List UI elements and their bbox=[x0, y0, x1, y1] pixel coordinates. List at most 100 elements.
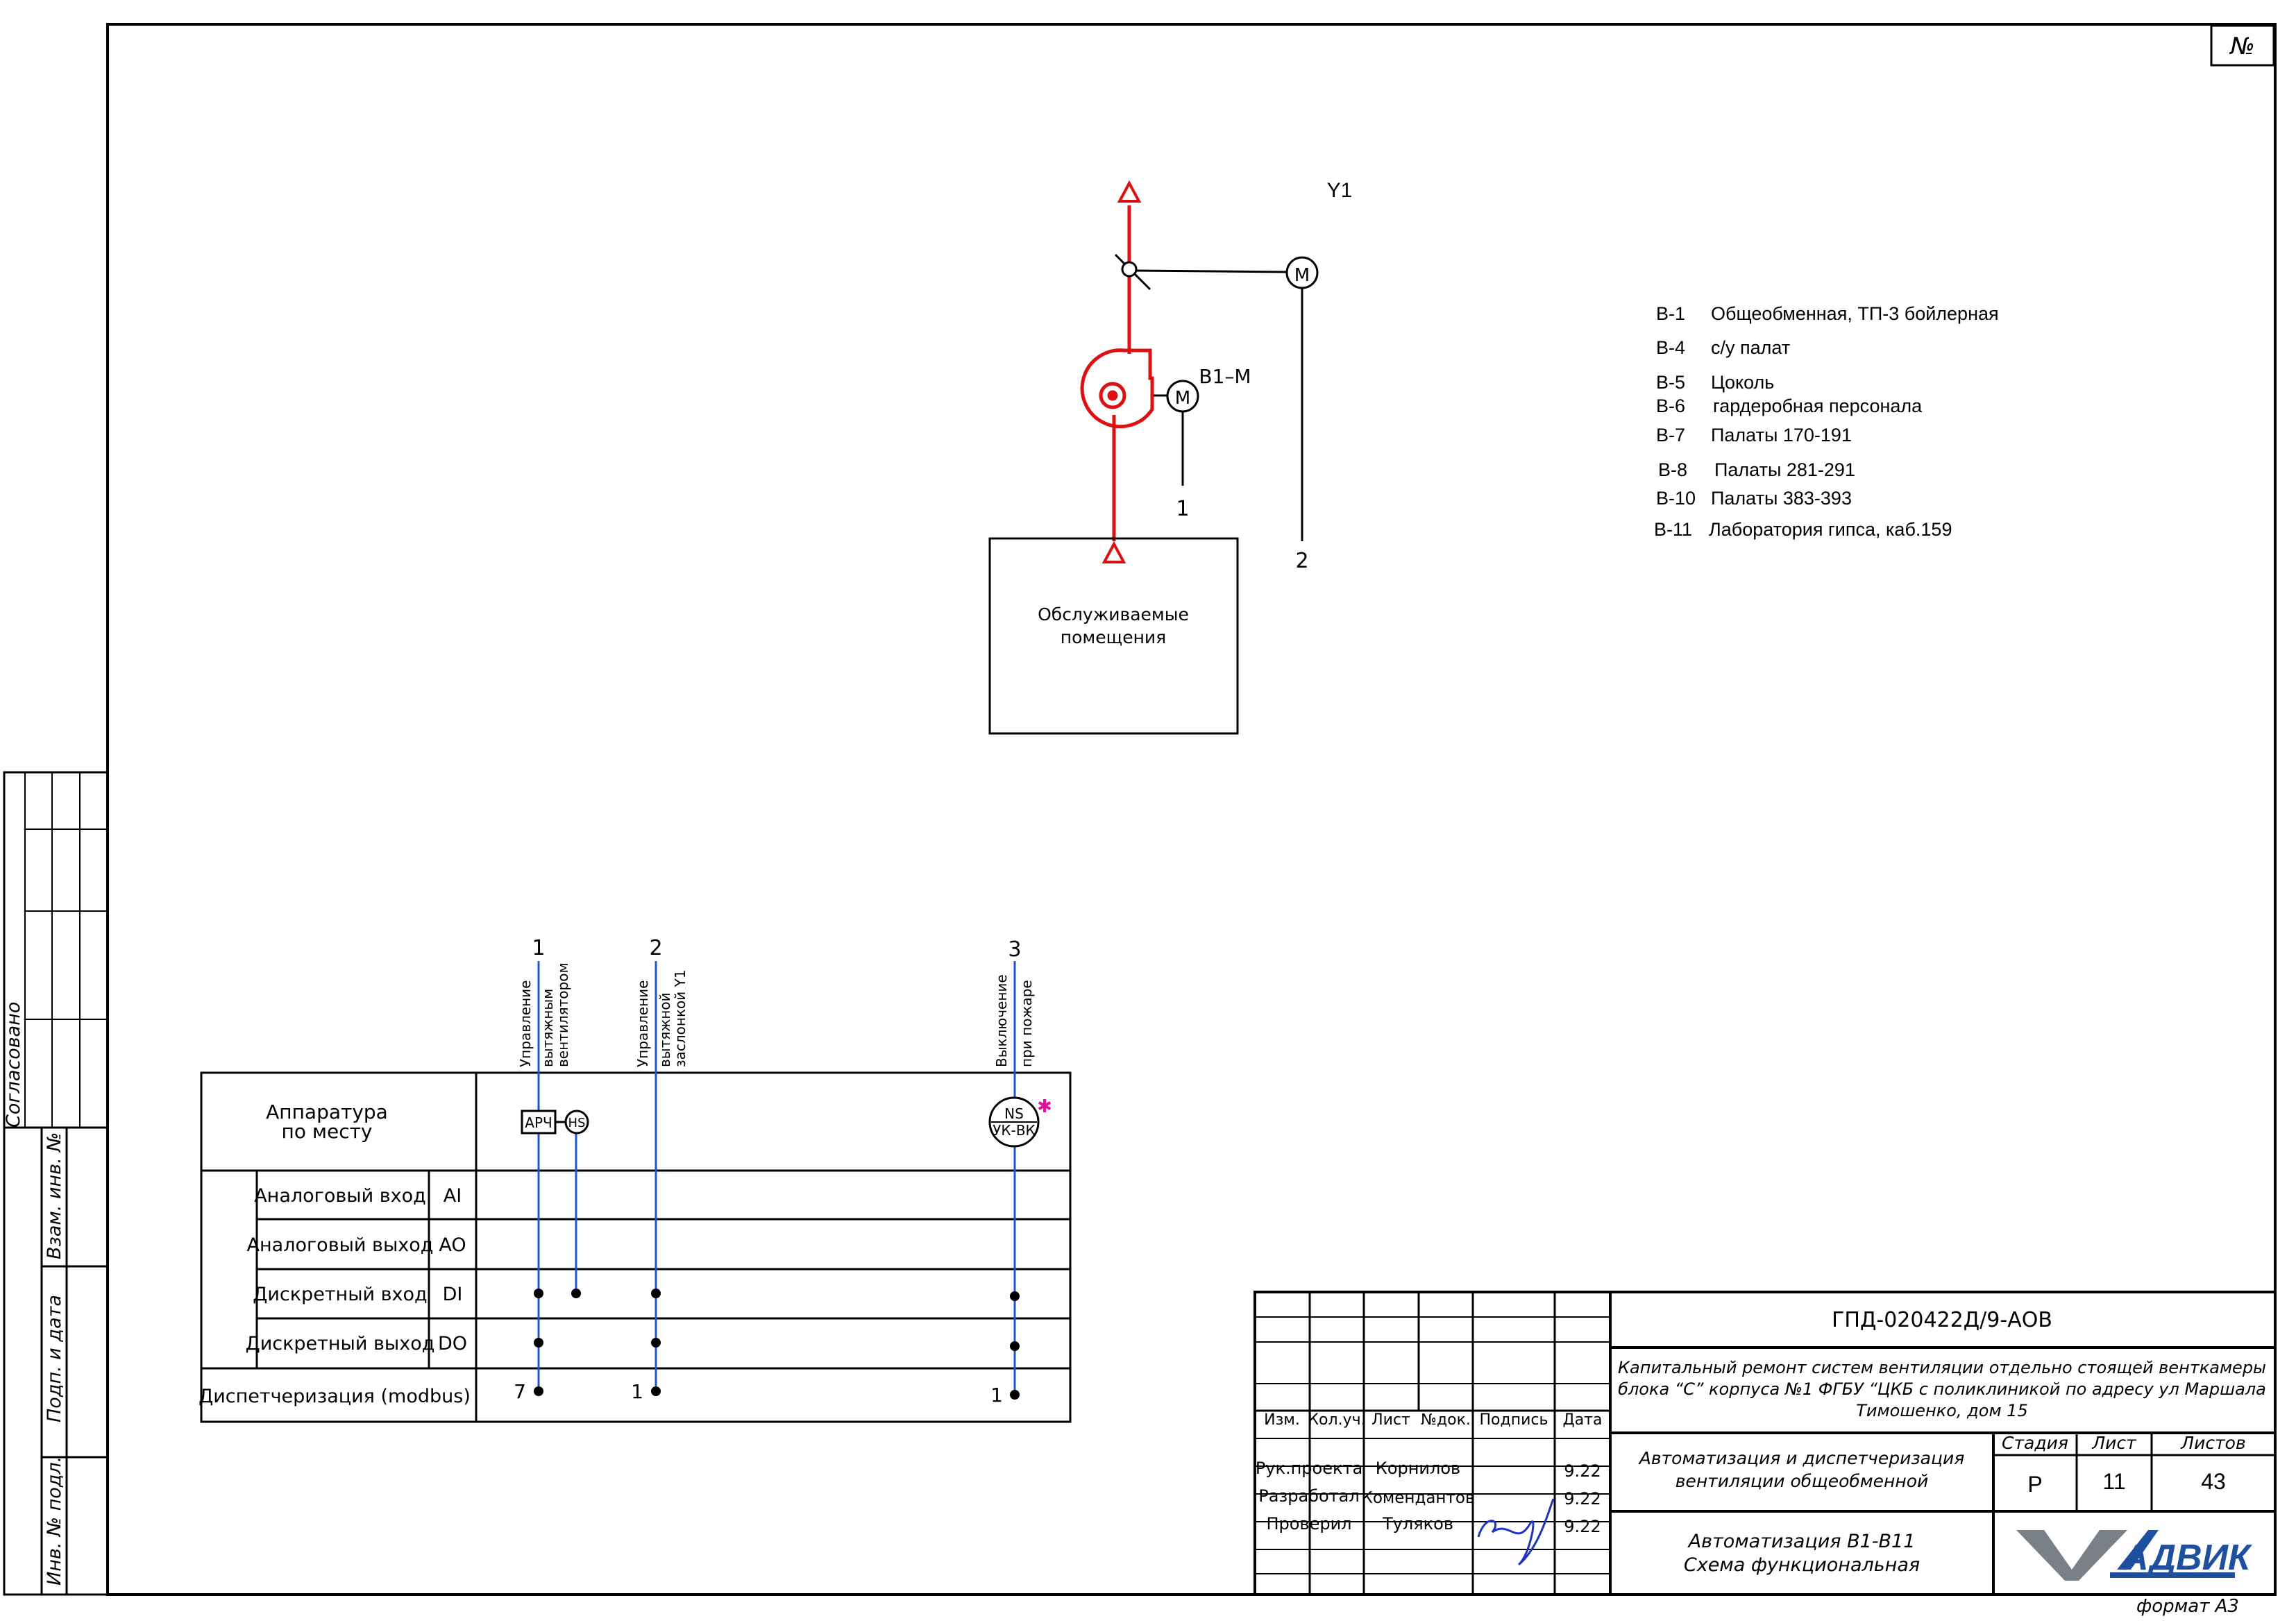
drawing-title-line1: Автоматизация В1-В11 bbox=[1687, 1531, 1916, 1552]
col-header-signature: Подпись bbox=[1480, 1411, 1548, 1429]
signal-col3-desc: при пожаре bbox=[1018, 980, 1035, 1067]
date-developer: 9.22 bbox=[1564, 1489, 1601, 1509]
legend-code: В-11 bbox=[1654, 519, 1692, 540]
role-developer: Разработал bbox=[1258, 1486, 1359, 1506]
stamp-original-inv-label: Инв. № подл. bbox=[44, 1456, 65, 1586]
signal-lines bbox=[537, 961, 1016, 1395]
date-checker: 9.22 bbox=[1564, 1517, 1601, 1536]
row-discrete-input-label: Дискретный вход bbox=[253, 1284, 427, 1305]
fan-motor-symbol: М bbox=[1175, 388, 1190, 409]
legend-name: Цоколь bbox=[1711, 372, 1774, 393]
row-discrete-output-code: DO bbox=[438, 1333, 467, 1354]
legend-code: В-7 bbox=[1656, 425, 1685, 445]
served-rooms-line1: Обслуживаемые bbox=[1038, 604, 1189, 624]
row-discrete-input-code: DI bbox=[443, 1284, 463, 1305]
frequency-controller-label: АРЧ bbox=[525, 1114, 552, 1131]
stamp-agreed-label: Согласовано bbox=[3, 1002, 24, 1128]
corner-number-label: № bbox=[2229, 33, 2254, 60]
served-rooms-line2: помещения bbox=[1061, 627, 1166, 647]
col-header-sheet: Лист bbox=[1371, 1411, 1410, 1429]
drawing-title-line2: Схема функциональная bbox=[1684, 1554, 1920, 1576]
legend-name: Палаты 281-291 bbox=[1714, 459, 1855, 480]
dispatch-count-col1: 7 bbox=[514, 1380, 526, 1403]
person-project-lead: Корнилов bbox=[1376, 1459, 1460, 1478]
damper-y1-label: Y1 bbox=[1327, 179, 1353, 202]
signal-col2-desc: Управление bbox=[634, 980, 651, 1067]
change-mark-icon: ✱ bbox=[1037, 1096, 1052, 1117]
role-project-lead: Рук.проекта bbox=[1256, 1459, 1362, 1478]
dispatch-count-col3: 1 bbox=[990, 1384, 1003, 1407]
row-discrete-output-label: Дискретный выход bbox=[246, 1333, 435, 1354]
signal-col1-desc: вытяжным bbox=[539, 989, 556, 1067]
sheet-header: Лист bbox=[2091, 1433, 2137, 1453]
project-title-line1: Капитальный ремонт систем вентиляции отд… bbox=[1618, 1358, 2266, 1377]
section-title-line2: вентиляции общеобменной bbox=[1675, 1471, 1929, 1491]
legend-code: В-6 bbox=[1656, 396, 1685, 416]
frequency-controller-box bbox=[521, 1110, 557, 1135]
role-checker: Проверил bbox=[1266, 1514, 1351, 1533]
legend-code: В-1 bbox=[1656, 303, 1685, 324]
fire-shutdown-bottom-label: УК-ВК bbox=[993, 1122, 1036, 1139]
fan-motor-icon bbox=[1154, 380, 1199, 486]
dispatch-row-label: Диспетчеризация (modbus) bbox=[199, 1386, 471, 1407]
format-label: формат А3 bbox=[2136, 1596, 2239, 1617]
corner-number-box bbox=[2210, 24, 2275, 67]
dispatch-count-col2: 1 bbox=[631, 1380, 643, 1403]
legend-code: В-10 bbox=[1656, 488, 1696, 509]
signal-col2-desc: вытяжной bbox=[657, 992, 673, 1067]
project-title-line2: блока “С” корпуса №1 ФГБУ “ЦКБ с поликли… bbox=[1618, 1379, 2266, 1399]
signal-col1-number: 1 bbox=[532, 936, 545, 960]
person-developer: Комендантов bbox=[1362, 1489, 1475, 1507]
signature-scribble bbox=[1477, 1498, 1555, 1566]
row-analog-output-label: Аналоговый выход bbox=[247, 1234, 434, 1256]
legend-name: Палаты 383-393 bbox=[1711, 488, 1852, 509]
legend-name: Общеобменная, ТП-3 бойлерная bbox=[1711, 303, 1999, 324]
hand-switch-circle bbox=[564, 1110, 589, 1135]
section-title-line1: Автоматизация и диспетчеризация bbox=[1638, 1448, 1965, 1468]
row-analog-output-code: AO bbox=[439, 1234, 466, 1256]
hand-switch-label: HS bbox=[568, 1116, 586, 1130]
signal-table-grid bbox=[200, 1071, 1072, 1423]
line-1-marker: 1 bbox=[1176, 497, 1189, 521]
damper-y1-icon bbox=[1114, 253, 1319, 541]
company-logo: АДВИК bbox=[2016, 1530, 2252, 1581]
legend-name: с/у палат bbox=[1711, 337, 1790, 358]
legend-code: В-8 bbox=[1658, 459, 1687, 480]
document-code: ГПД-020422Д/9-АОВ bbox=[1832, 1308, 2052, 1332]
systems-legend: В-1 Общеобменная, ТП-3 бойлерная В-4 с/у… bbox=[1654, 303, 1999, 540]
project-title-line3: Тимошенко, дом 15 bbox=[1856, 1401, 2027, 1420]
signal-col3-desc: Выключение bbox=[993, 974, 1010, 1067]
side-stamp bbox=[3, 771, 109, 1596]
sheets-total-header: Листов bbox=[2180, 1433, 2245, 1453]
signal-col3-number: 3 bbox=[1008, 937, 1021, 962]
line-2-marker: 2 bbox=[1295, 549, 1308, 573]
signal-col1-desc: Управление bbox=[517, 980, 534, 1067]
stamp-replaced-inv-label: Взам. инв. № bbox=[44, 1132, 65, 1259]
legend-name: гардеробная персонала bbox=[1713, 396, 1923, 416]
served-rooms-box bbox=[988, 537, 1239, 735]
stage-value: Р bbox=[2027, 1472, 2042, 1497]
apparatus-header-line1: Аппаратура bbox=[266, 1101, 388, 1123]
exhaust-outlet-arrow bbox=[1117, 180, 1142, 203]
stamp-sign-date-label: Подп. и дата bbox=[44, 1295, 65, 1422]
stage-header: Стадия bbox=[2002, 1433, 2068, 1453]
legend-code: В-4 bbox=[1656, 337, 1685, 358]
damper-actuator-motor-label: М bbox=[1294, 265, 1310, 286]
signal-col2-number: 2 bbox=[649, 936, 662, 960]
sheets-total-value: 43 bbox=[2201, 1469, 2226, 1494]
sheet-number-value: 11 bbox=[2102, 1469, 2125, 1494]
date-project-lead: 9.22 bbox=[1564, 1461, 1601, 1481]
apparatus-header-line2: по месту bbox=[282, 1120, 373, 1143]
signal-col2-desc: заслонкой Y1 bbox=[672, 969, 689, 1067]
col-header-count: Кол.уч. bbox=[1308, 1411, 1365, 1429]
legend-code: В-5 bbox=[1656, 372, 1685, 393]
exhaust-inlet-arrow bbox=[1101, 541, 1126, 563]
fan-motor-label: В1–М bbox=[1199, 365, 1251, 388]
signal-connection-dots bbox=[534, 1289, 1020, 1400]
row-analog-input-label: Аналоговый вход bbox=[254, 1185, 426, 1207]
signal-col1-desc: вентилятором bbox=[555, 962, 571, 1067]
exhaust-duct bbox=[1112, 205, 1131, 541]
exhaust-fan-icon bbox=[1080, 348, 1154, 429]
person-checker: Туляков bbox=[1382, 1514, 1453, 1533]
